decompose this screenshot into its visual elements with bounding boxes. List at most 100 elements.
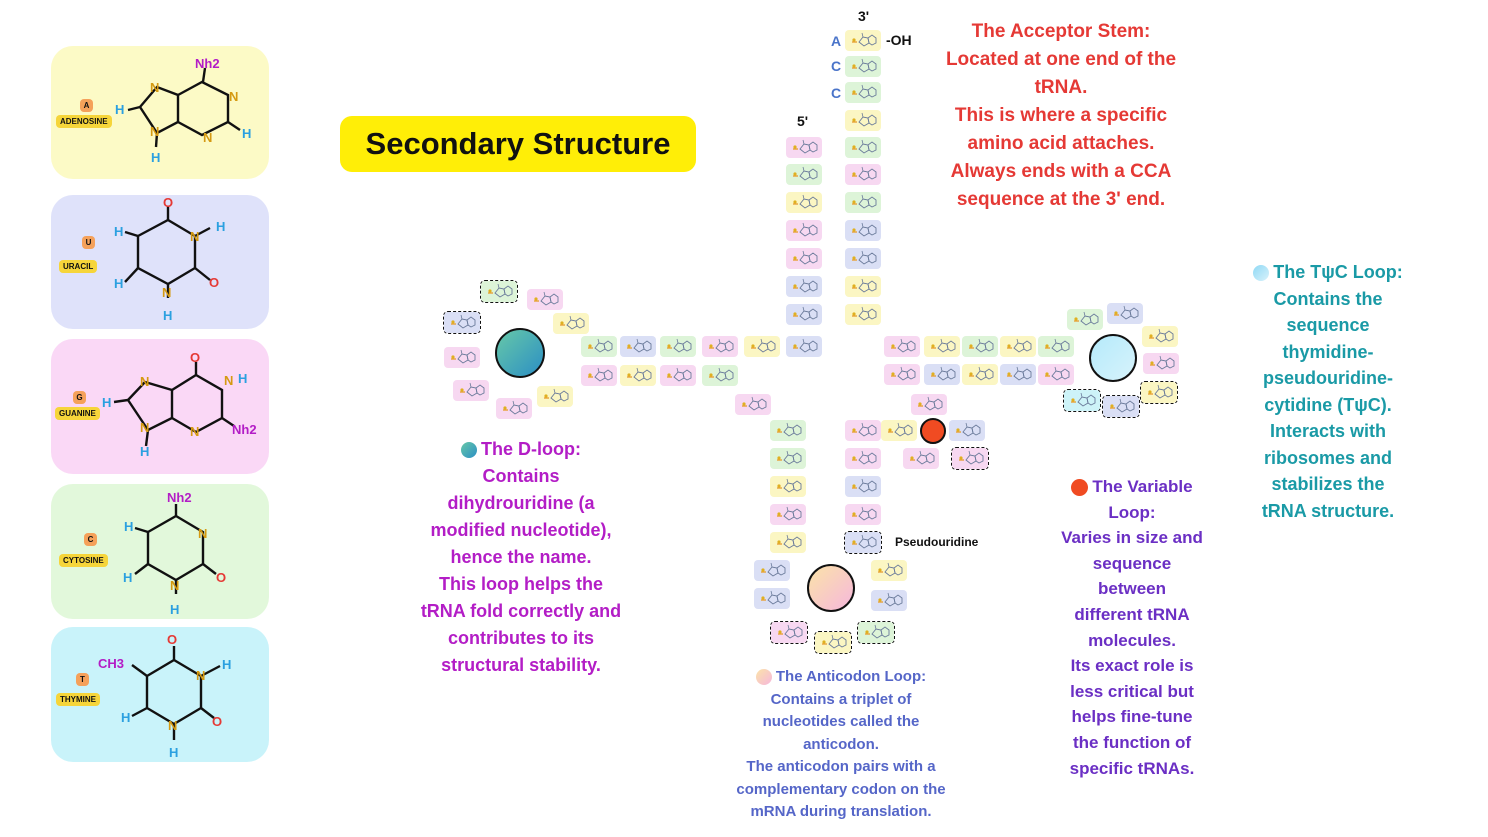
nucleotide-block [845,304,881,325]
page-title: Secondary Structure [340,116,696,172]
atom-h1-label: H [163,308,173,323]
d-loop-line: hence the name. [450,547,592,567]
cca-c1-label: C [831,58,842,74]
nucleotide-block [786,276,822,297]
nucleotide-block [553,313,589,334]
d-loop-title: The D-loop: [481,439,581,459]
anticodon-line: The anticodon pairs with a [746,758,936,775]
nucleotide-block [845,248,881,269]
nucleotide-block [924,336,960,357]
atom-h9-label: H [151,150,161,165]
nucleotide-block [620,365,656,386]
nucleotide-block [735,394,771,415]
atom-o2-label: O [212,714,223,729]
atom-o4-label: O [167,632,178,647]
variable-line: between [1097,579,1167,599]
variable-line: sequence [1092,553,1172,573]
cytosine-card [51,484,269,619]
thymine-name-tag: THYMINE [56,693,100,706]
variable-line: Its exact role is [1070,656,1194,676]
nucleotide-block [881,420,917,441]
atom-n3-label: N [190,424,200,439]
acceptor-line: sequence at the 3' end. [956,189,1166,210]
tpsic-line: sequence [1286,315,1370,335]
variable-line: helps fine-tune [1071,707,1193,727]
nucleotide-block [962,336,998,357]
atom-n7-label: N [140,374,150,389]
variable-title-row: The Variable [1038,474,1226,500]
nucleotide-block [660,365,696,386]
atom-o4-label: O [163,195,174,210]
nucleotide-block [845,137,881,158]
cytosine-letter-tag: C [84,533,97,546]
thymine-letter-tag: T [76,673,89,686]
nucleotide-block [786,164,822,185]
nucleotide-block [845,110,881,131]
atom-n3-label: N [203,130,213,145]
tpsic-loop-description: The TψC Loop: Contains the sequence thym… [1228,259,1428,524]
nucleotide-block [702,336,738,357]
nucleotide-block [1000,336,1036,357]
nucleotide-block [786,192,822,213]
nucleotide-block [480,280,518,303]
cca-a-label: A [831,33,842,49]
nucleotide-block [911,394,947,415]
uracil-letter-tag: U [82,236,95,249]
tpsic-line: stabilizes the [1271,474,1385,494]
atom-h1-label: H [170,602,180,617]
nucleotide-block [871,560,907,581]
nucleotide-block [951,447,989,470]
three-prime-label: 3' [858,8,870,24]
nucleotide-block [845,448,881,469]
atom-ch3-label: CH3 [98,656,125,671]
nucleotide-block [770,532,806,553]
adenosine-letter-tag: A [80,99,93,112]
nucleotide-block [786,304,822,325]
nucleotide-block [581,365,617,386]
uracil-name-tag: URACIL [59,260,98,273]
nucleotide-block [770,504,806,525]
atom-o2-label: O [216,570,227,585]
nucleotide-block [443,311,481,334]
atom-h2-label: H [242,126,252,141]
atom-h5-label: H [124,519,134,534]
nucleotide-block [845,476,881,497]
nucleotide-block [1038,336,1074,357]
variable-line: different tRNA [1074,604,1190,624]
nucleotide-block [1140,381,1178,404]
atom-h5-label: H [114,224,124,239]
pseudouridine-label: Pseudouridine [895,535,979,549]
atom-n7-label: N [150,80,160,95]
acceptor-title: The Acceptor Stem: [971,21,1151,42]
nucleotide-block [527,289,563,310]
tpsic-line: pseudouridine- [1263,368,1393,388]
nucleotide-block [786,137,822,158]
nucleotide-block [1063,389,1101,412]
atom-n1-label: N [168,718,178,733]
atom-h3-label: H [222,657,232,672]
nucleotide-block [884,336,920,357]
cytosine-name-tag: CYTOSINE [59,554,108,567]
nucleotide-block [845,192,881,213]
guanine-name-tag: GUANINE [55,407,100,420]
d-loop-legend-dot [461,442,477,459]
nucleotide-block [754,588,790,609]
nucleotide-block [845,30,881,51]
nucleotide-block [1107,303,1143,324]
atom-h6-label: H [114,276,124,291]
nucleotide-block [884,364,920,385]
nucleotide-block [845,276,881,297]
atom-nh2-label: Nh2 [232,422,257,437]
tpsic-line: thymidine- [1282,341,1374,362]
atom-n3-label: N [190,229,200,244]
variable-loop-marker [920,418,946,444]
atom-o6-label: O [190,350,201,365]
nucleotide-block [1000,364,1036,385]
atom-h8-label: H [115,102,125,117]
tpsic-line: Contains the [1273,288,1383,309]
atom-n1-label: N [229,89,239,104]
guanine-letter-tag: G [73,391,86,404]
tpsic-title: The TψC Loop: [1273,262,1403,282]
atom-n3-label: N [198,526,208,541]
d-loop-description: The D-loop: Contains dihydrouridine (a m… [398,436,644,679]
